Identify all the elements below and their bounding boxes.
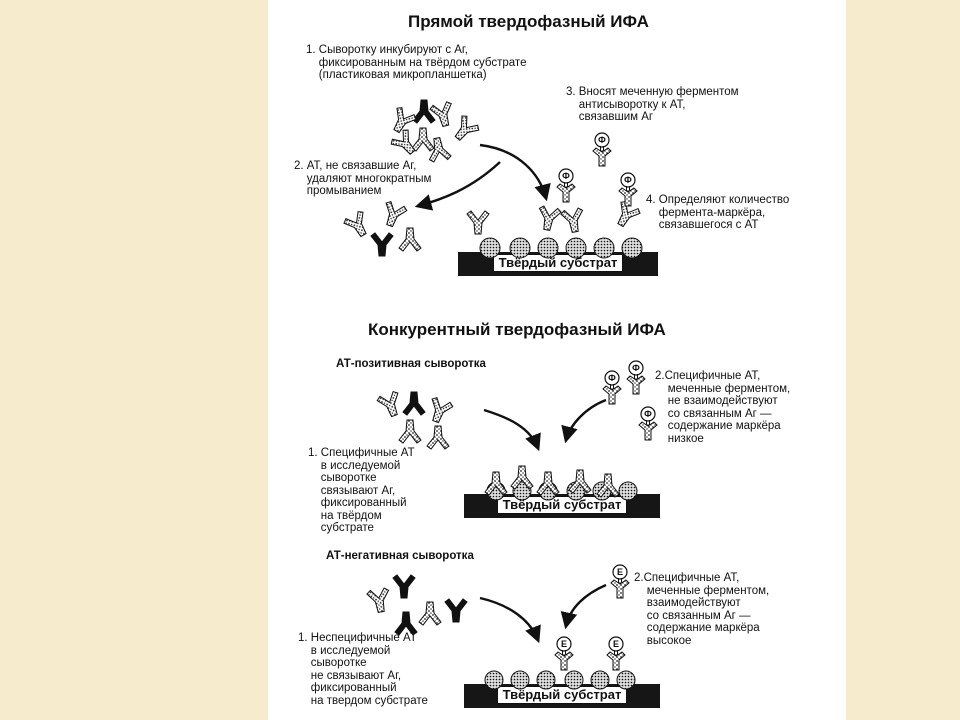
direct-section: Ф Ф Ф bbox=[341, 99, 643, 259]
direct-step1: 1. Сыворотку инкубируют с Аг, фиксирован… bbox=[306, 44, 527, 81]
positive-arrow-right bbox=[561, 398, 607, 444]
enzyme-label-8: E bbox=[561, 639, 567, 649]
positive-step1: 1. Специфичные АТ в исследуемой сыворотк… bbox=[308, 447, 415, 534]
competitive-title: Конкурентный твердофазный ИФА bbox=[368, 320, 666, 339]
direct-bound-antibodies bbox=[466, 199, 643, 235]
negative-arrow-left bbox=[479, 596, 541, 644]
direct-antibody-cluster-top bbox=[386, 99, 482, 164]
negative-arrow-right bbox=[560, 583, 607, 630]
negative-section: E E E bbox=[365, 564, 636, 690]
enzyme-label-4: Ф bbox=[608, 373, 616, 383]
negative-step1: 1. Неспецифичные АТ в исследуемой сыворо… bbox=[298, 632, 428, 707]
direct-arrow-down bbox=[479, 143, 551, 202]
direct-labeled-antibodies bbox=[556, 132, 638, 207]
positive-step2: 2.Специфичные АТ, меченные ферментом, не… bbox=[655, 370, 791, 445]
direct-step2: 2. АТ, не связавшие Аг, удаляют многокра… bbox=[294, 160, 432, 197]
direct-title: Прямой твердофазный ИФА bbox=[408, 12, 649, 31]
enzyme-label-3: Ф bbox=[624, 175, 632, 185]
enzyme-label-5: Ф bbox=[644, 409, 652, 419]
positive-section: Ф Ф Ф bbox=[375, 360, 658, 501]
direct-arrow-wash bbox=[414, 161, 501, 211]
negative-substrate: Твёрдый субстрат bbox=[464, 684, 660, 708]
direct-antigen-row bbox=[479, 237, 643, 259]
enzyme-label-9: E bbox=[613, 639, 619, 649]
positive-heading: АТ-позитивная сыворотка bbox=[336, 358, 486, 370]
direct-substrate-label: Твёрдый субстрат bbox=[492, 254, 624, 272]
enzyme-label-1: Ф bbox=[598, 135, 606, 145]
negative-step2: 2.Специфичные АТ, меченные ферментом, вз… bbox=[634, 572, 770, 647]
positive-substrate-label: Твёрдый субстрат bbox=[496, 496, 628, 514]
enzyme-label-2: Ф bbox=[562, 171, 570, 181]
negative-heading: АТ-негативная сыворотка bbox=[326, 550, 474, 562]
direct-step4: 4. Определяют количество фермента-маркёр… bbox=[646, 194, 790, 231]
enzyme-label-7: E bbox=[617, 567, 623, 577]
enzyme-label-6: Ф bbox=[632, 363, 640, 373]
positive-arrow-left bbox=[483, 408, 541, 452]
direct-antibody-cluster-washed bbox=[341, 199, 422, 257]
figure-page bbox=[268, 0, 846, 720]
negative-substrate-label: Твёрдый субстрат bbox=[496, 686, 628, 704]
negative-antigen-row bbox=[484, 670, 636, 690]
direct-step3: 3. Вносят меченную ферментом антисыворот… bbox=[566, 86, 739, 123]
positive-substrate: Твёрдый субстрат bbox=[464, 494, 660, 518]
direct-substrate: Твёрдый субстрат bbox=[458, 252, 658, 276]
positive-serum-antibodies bbox=[375, 389, 455, 450]
negative-serum-antibodies bbox=[365, 574, 468, 636]
